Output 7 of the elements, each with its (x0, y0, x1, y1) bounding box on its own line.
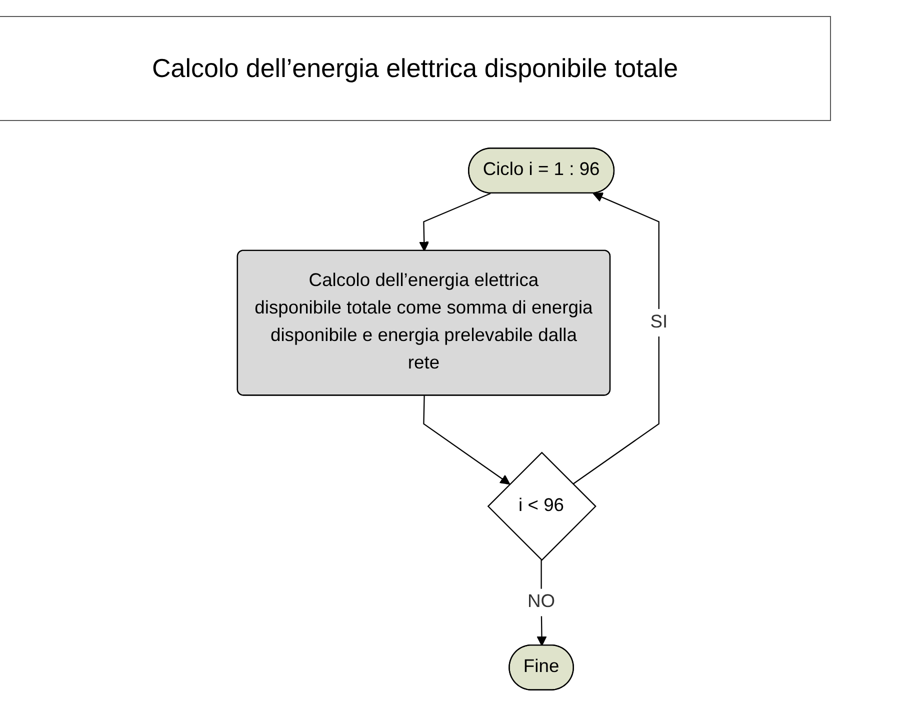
title-box: Calcolo dell’energia elettrica disponibile totale (0, 16, 831, 121)
edge-label: SI (650, 312, 668, 332)
arrow (572, 192, 660, 485)
arrow (419, 192, 491, 252)
edge-label: NO (528, 592, 556, 612)
node-diamond: i < 96 (487, 452, 596, 561)
arrow (423, 396, 510, 485)
